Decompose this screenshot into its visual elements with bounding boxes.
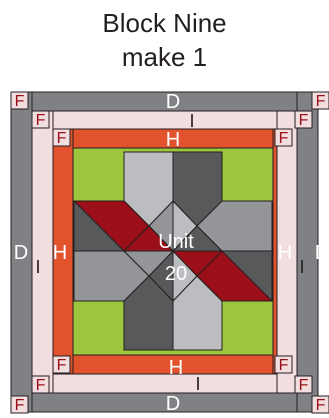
piece-label-f: F xyxy=(57,130,67,147)
piece-label-f: F xyxy=(36,112,46,129)
piece-label-i-bottom: I xyxy=(195,374,200,394)
piece-label-d-top: D xyxy=(166,91,180,113)
corner-square-mid-bottom-right xyxy=(294,375,313,394)
unit-label-line-2: 20 xyxy=(165,263,187,285)
corner-square-outer-bottom-right xyxy=(311,395,329,414)
corner-square-outer-bottom-left xyxy=(10,395,29,414)
corner-labels: F F F F F F F F F F F F xyxy=(15,93,326,414)
piece-label-f: F xyxy=(15,93,25,110)
piece-label-h-top: H xyxy=(166,129,180,151)
piece-label-f: F xyxy=(279,130,289,147)
block-title: Block Nine xyxy=(102,8,227,38)
piece-label-f: F xyxy=(316,93,326,110)
piece-label-f: F xyxy=(299,112,309,129)
piece-label-h-bottom: H xyxy=(169,357,183,379)
piece-label-d-right: D xyxy=(315,242,329,264)
corner-square-mid-top-left xyxy=(31,110,50,129)
piece-label-h-right: H xyxy=(278,242,292,264)
unit-label-line-1: Unit xyxy=(158,231,194,253)
piece-label-d-left: D xyxy=(14,242,28,264)
piece-label-d-bottom: D xyxy=(166,393,180,415)
corner-square-inner-top-right xyxy=(274,128,293,147)
block-subtitle: make 1 xyxy=(121,42,208,72)
piece-label-f: F xyxy=(316,397,326,414)
star-seams xyxy=(74,152,272,350)
corner-square-inner-top-left xyxy=(52,128,71,147)
corner-square-mid-bottom-left xyxy=(31,375,50,394)
piece-label-f: F xyxy=(15,397,25,414)
piece-label-f: F xyxy=(279,357,289,374)
corner-squares xyxy=(10,91,329,414)
piece-label-i-top: I xyxy=(189,111,194,131)
corner-square-outer-top-right xyxy=(311,91,329,110)
piece-label-f: F xyxy=(299,377,309,394)
corner-square-inner-bottom-right xyxy=(274,355,293,374)
red-band-right xyxy=(196,250,274,302)
piece-label-f: F xyxy=(57,357,67,374)
piece-label-f: F xyxy=(36,377,46,394)
corner-square-mid-top-right xyxy=(294,110,313,129)
corner-square-outer-top-left xyxy=(10,91,29,110)
piece-label-i-right: I xyxy=(299,257,304,277)
frame-seams xyxy=(31,92,298,412)
piece-label-i-left: I xyxy=(35,257,40,277)
piece-label-h-left: H xyxy=(53,242,67,264)
corner-square-inner-bottom-left xyxy=(52,355,71,374)
